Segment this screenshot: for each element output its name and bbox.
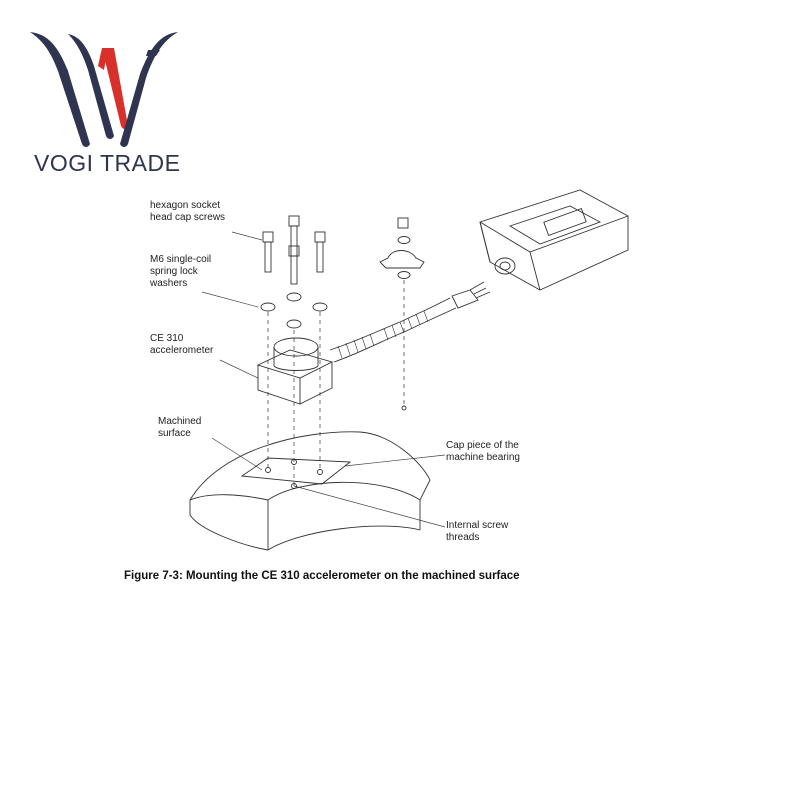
figure-caption: Figure 7-3: Mounting the CE 310 accelero… — [124, 570, 520, 582]
bearing-cap-piece — [189, 405, 431, 551]
cable-hose — [329, 281, 491, 363]
vogi-w-logo-icon — [30, 32, 178, 147]
label-cap-piece: Cap piece of the machine bearing — [446, 440, 520, 463]
label-lock-washers: M6 single-coil spring lock washers — [150, 254, 212, 289]
cable-clamp — [379, 250, 425, 269]
cap-screws — [262, 215, 409, 285]
label-machined-surface: Machined surface — [158, 416, 202, 439]
brand-name: VOGI TRADE — [34, 150, 181, 176]
brand-logo — [28, 26, 188, 176]
axis-lines — [267, 280, 405, 486]
junction-box — [479, 189, 629, 291]
label-accelerometer: CE 310 accelerometer — [150, 333, 214, 356]
label-screw-threads: Internal screw threads — [446, 520, 509, 543]
lock-washers — [260, 236, 411, 329]
ce310-accelerometer — [256, 337, 334, 405]
label-cap-screws: hexagon socket head cap screws — [150, 200, 226, 223]
